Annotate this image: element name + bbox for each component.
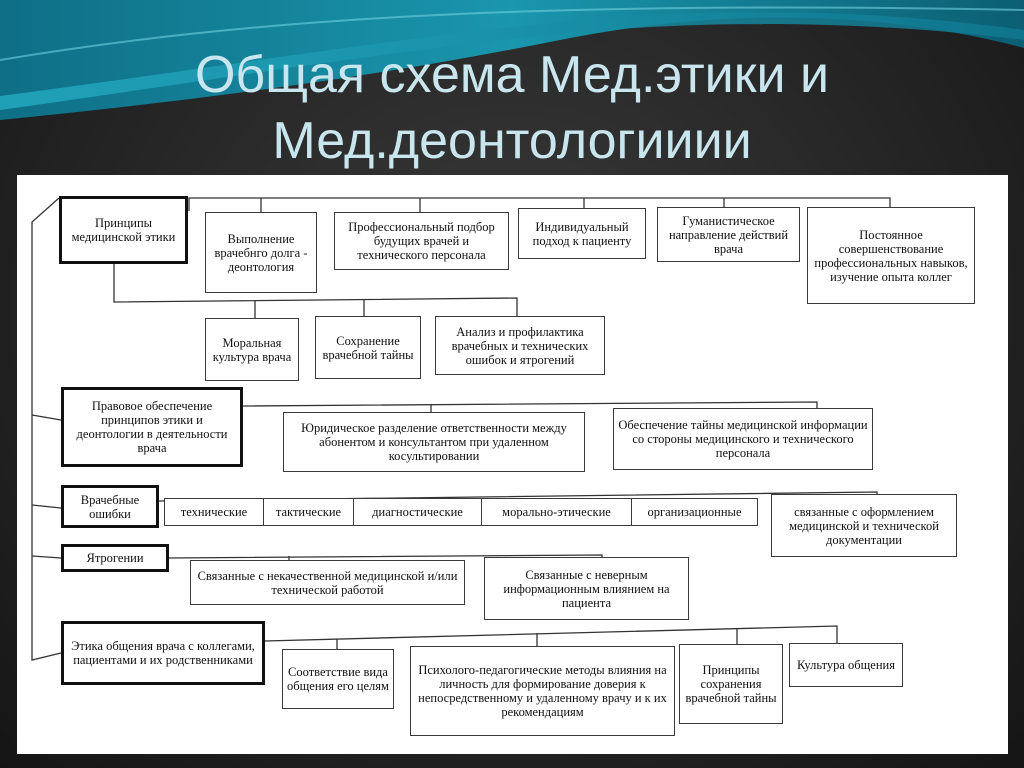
principle-improvement: Постоянное совершенствование профессиона… <box>807 207 975 304</box>
slide-title-line-2: Мед.деонтологииии <box>272 112 752 170</box>
iatrogeny-low-quality: Связанные с некачественной медицинской и… <box>190 560 465 605</box>
principle-duty: Выполнение врачебнго долга - деонтология <box>205 212 317 293</box>
category-principles: Принципы медицинской этики <box>59 196 188 264</box>
legal-secrecy-info: Обеспечение тайны медицинской информации… <box>613 408 873 470</box>
principle-selection: Профессиональный подбор будущих врачей и… <box>334 212 509 270</box>
principle-secrecy: Сохранение врачебной тайны <box>315 316 421 379</box>
connector-communication <box>264 625 838 643</box>
spine-branch-errors <box>31 504 62 509</box>
top-wave-band <box>0 0 1024 120</box>
error-diagnostic: диагностические <box>354 498 482 526</box>
error-moral-ethical: морально-этические <box>482 498 632 526</box>
top-wave-line <box>0 6 1024 61</box>
connector-iatrogeny <box>168 554 603 559</box>
top-wave-highlight <box>0 12 1024 111</box>
error-technical: технические <box>164 498 264 526</box>
category-iatrogeny: Ятрогении <box>61 544 169 572</box>
category-communication: Этика общения врача с коллегами, пациент… <box>61 621 265 685</box>
iatrogeny-wrong-info: Связанные с неверным информационным влия… <box>484 557 689 620</box>
connector-legal <box>242 401 818 408</box>
principle-moral-culture: Моральная культура врача <box>205 318 299 381</box>
error-organizational: организационные <box>632 498 758 526</box>
principle-humanistic: Гуманистическое направление действий вра… <box>657 207 800 262</box>
spine-main <box>31 197 62 661</box>
error-tactical: тактические <box>264 498 354 526</box>
spine-branch-legal <box>31 414 62 421</box>
slide-title-line-1: Общая схема Мед.этики и <box>194 46 829 104</box>
slide-title: Общая схема Мед.этики и Мед.деонтологиии… <box>0 42 1024 174</box>
connector-principles-top <box>188 197 891 211</box>
ethics-scheme-diagram: Принципы медицинской этики Выполнение вр… <box>17 175 1008 754</box>
principle-analysis: Анализ и профилактика врачебных и технич… <box>435 316 605 375</box>
communication-culture: Культура общения <box>789 643 903 687</box>
communication-secrecy-principles: Принципы сохранения врачебной тайны <box>679 644 783 724</box>
category-legal: Правовое обеспечение принципов этики и д… <box>61 387 243 467</box>
communication-correspondence: Соответствие вида общения его целям <box>282 649 394 709</box>
error-documentation: связанные с оформлением медицинской и те… <box>771 494 957 557</box>
connector-principles-bottom <box>113 264 518 316</box>
legal-responsibility: Юридическое разделение ответственности м… <box>283 412 585 472</box>
category-errors: Врачебные ошибки <box>61 485 159 528</box>
communication-methods: Психолого-педагогические методы влияния … <box>410 646 675 736</box>
spine-branch-iatrogeny <box>31 555 62 559</box>
principle-individual: Индивидуальный подход к пациенту <box>518 208 646 259</box>
